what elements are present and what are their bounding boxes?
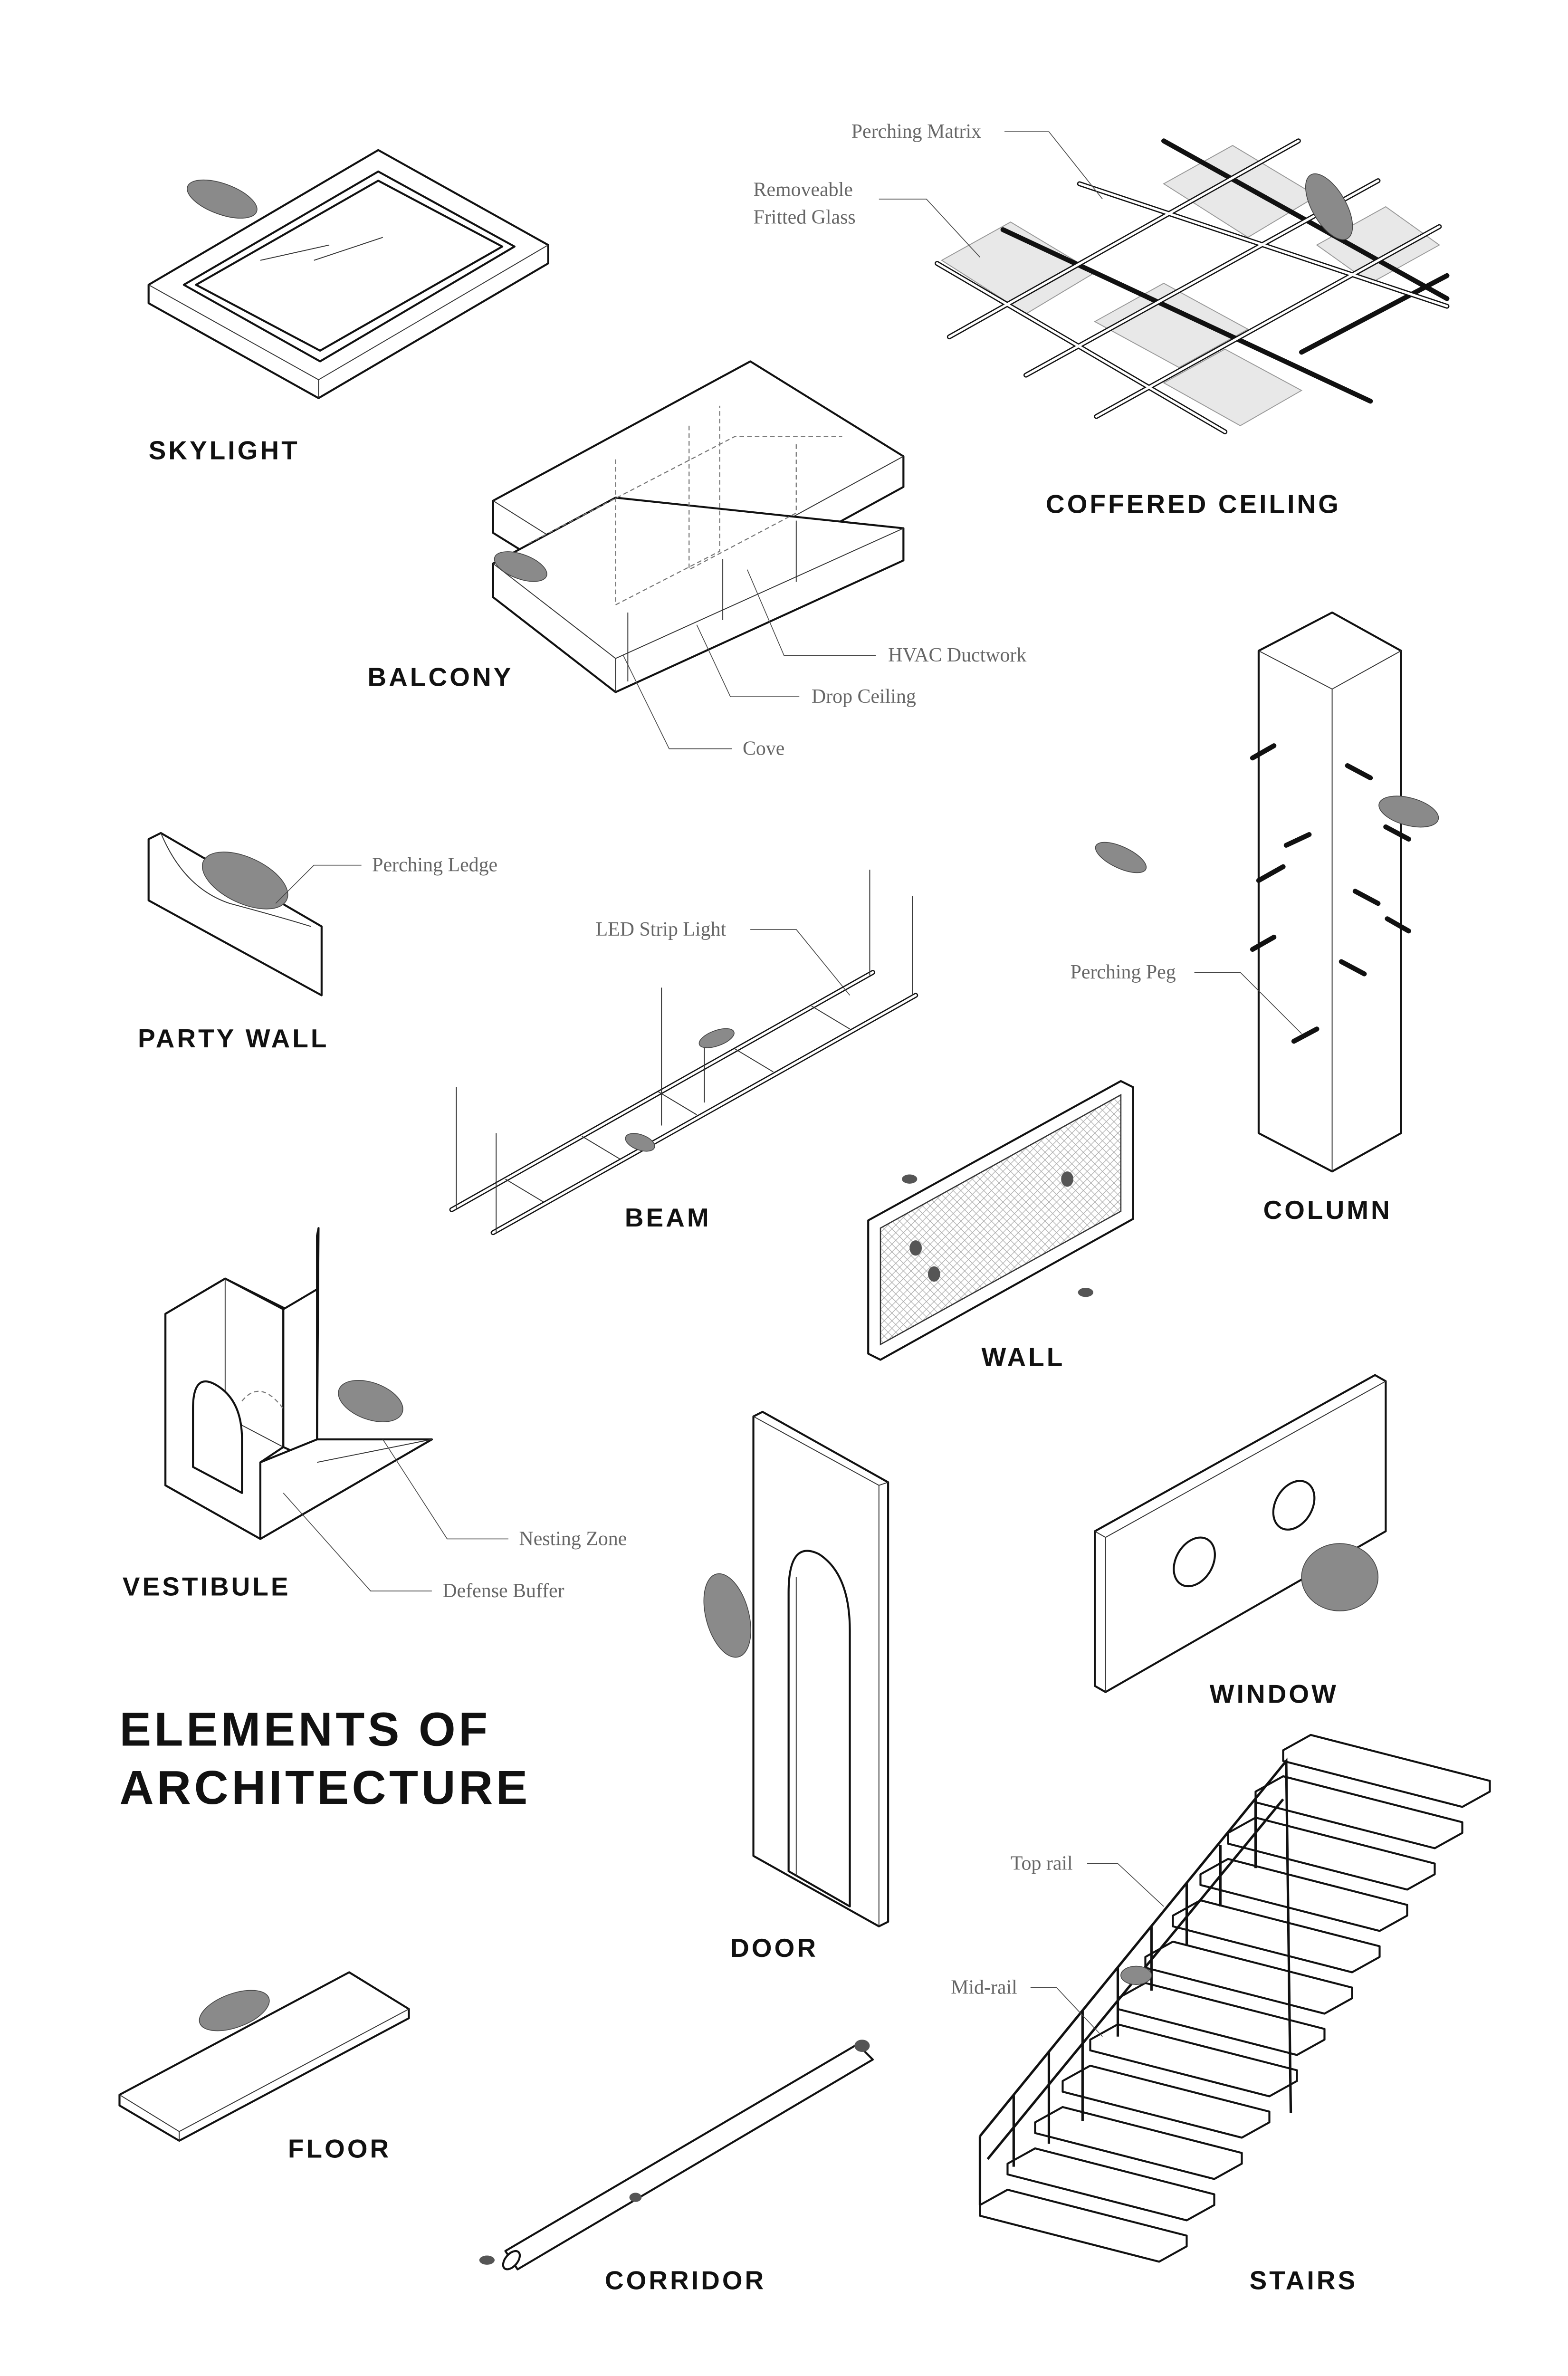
annotation-hvac-ductwork: HVAC Ductwork	[888, 644, 1026, 666]
stair-tread	[1199, 1858, 1408, 1932]
perching-pegs	[1250, 743, 1411, 1044]
skylight-drawing	[147, 149, 549, 399]
bird-icon	[201, 852, 288, 910]
stair-tread	[979, 2188, 1188, 2263]
stair-tread	[1061, 2064, 1271, 2139]
bird-icon	[1120, 1965, 1152, 1985]
bird-icon	[1095, 842, 1147, 873]
annotation-removeable: Removeable	[754, 179, 853, 201]
balcony-label: BALCONY	[368, 662, 514, 692]
annotation-defense-buffer: Defense Buffer	[442, 1580, 564, 1602]
annotation-cove: Cove	[743, 738, 784, 760]
bird-icon	[1305, 173, 1353, 240]
party-wall-drawing	[147, 832, 323, 996]
bird-icon	[187, 179, 258, 219]
window-label: WINDOW	[1210, 1679, 1339, 1708]
door-label: DOOR	[730, 1933, 818, 1963]
bird-icon	[1378, 795, 1439, 828]
door-drawing	[703, 1410, 889, 1927]
column-drawing	[1095, 611, 1439, 1173]
beam-drawing	[449, 870, 918, 1236]
window-drawing	[1094, 1374, 1387, 1693]
bird-icon	[703, 1573, 752, 1658]
annotation-perching-matrix: Perching Matrix	[851, 121, 981, 143]
skylight-label: SKYLIGHT	[149, 436, 300, 465]
bird-icon	[625, 1133, 655, 1152]
vestibule-label: VESTIBULE	[123, 1572, 291, 1601]
bee-icon	[854, 2040, 870, 2052]
poster-title-line2: ARCHITECTURE	[119, 1762, 530, 1814]
stairs-label: STAIRS	[1250, 2265, 1358, 2295]
coffered-ceiling-drawing	[935, 138, 1450, 434]
coffered-ceiling-label: COFFERED CEILING	[1046, 489, 1341, 518]
column-label: COLUMN	[1263, 1195, 1392, 1225]
annotation-nesting-zone: Nesting Zone	[519, 1528, 627, 1550]
bee-icon	[629, 2193, 642, 2202]
vestibule-drawing	[164, 1227, 433, 1540]
floor-label: FLOOR	[288, 2134, 391, 2163]
wall-label: WALL	[982, 1342, 1065, 1371]
corridor-label: CORRIDOR	[605, 2265, 766, 2295]
annotation-led-strip-light: LED Strip Light	[596, 919, 727, 940]
elements-of-architecture-poster: SKYLIGHT COFFERED CEILING Perching Matri…	[118, 121, 1491, 2295]
bee-icons	[902, 1171, 1093, 1297]
bird-icon	[698, 1028, 735, 1048]
bird-icon	[1301, 1543, 1379, 1611]
stair-tread	[1282, 1734, 1491, 1808]
annotation-mid-rail: Mid-rail	[951, 1977, 1017, 1999]
annotation-perching-ledge: Perching Ledge	[372, 854, 497, 876]
stairs-drawing	[978, 1734, 1491, 2263]
bird-icon	[494, 551, 547, 582]
wall-drawing	[867, 1080, 1134, 1361]
corridor-drawing	[479, 2040, 874, 2271]
annotation-top-rail: Top rail	[1011, 1853, 1073, 1875]
poster-title-line1: ELEMENTS OF	[119, 1704, 490, 1756]
party-wall-label: PARTY WALL	[138, 1024, 329, 1053]
balcony-drawing	[492, 360, 905, 693]
floor-drawing	[118, 1971, 410, 2142]
annotation-perching-peg: Perching Peg	[1071, 961, 1176, 983]
annotation-fritted-glass: Fritted Glass	[754, 206, 856, 228]
bird-icon	[338, 1380, 403, 1422]
bee-icon	[479, 2255, 495, 2265]
annotation-drop-ceiling: Drop Ceiling	[812, 686, 916, 708]
stair-tread	[1034, 2106, 1243, 2180]
beam-label: BEAM	[625, 1203, 711, 1232]
stair-tread	[1006, 2147, 1215, 2222]
bird-icon	[199, 1990, 270, 2031]
